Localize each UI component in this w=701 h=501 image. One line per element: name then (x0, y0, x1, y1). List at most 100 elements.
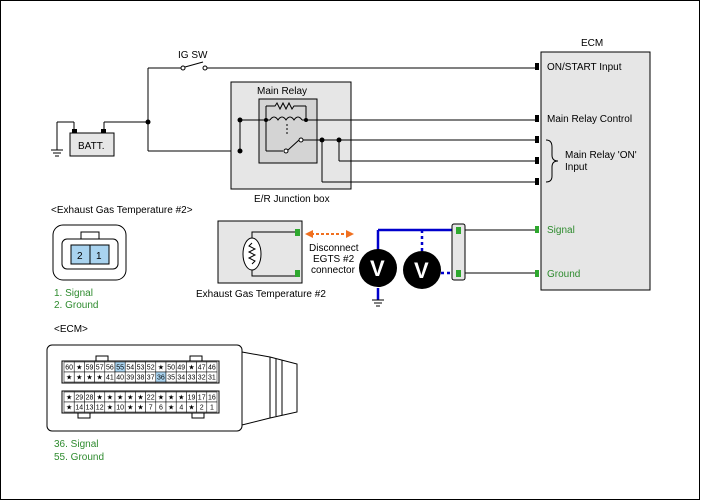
ecm-pin-cell (206, 371, 218, 383)
ecm-block (540, 51, 651, 291)
egt-section-title: <Exhaust Gas Temperature #2> (51, 205, 193, 216)
disconnect-label-3: connector (311, 265, 356, 276)
ecm-pin-label: 39 (126, 375, 134, 382)
main-relay-label: Main Relay (257, 86, 307, 97)
egt-terminal-ground (295, 270, 300, 277)
ecm-pin-label: 22 (147, 395, 155, 402)
ecm-terminal-ground (535, 270, 539, 277)
ecm-connector-key (191, 412, 205, 419)
egt-connector-latch (80, 231, 100, 240)
ecm-pin-label: 37 (147, 375, 155, 382)
ecm-legend-1: 36. Signal (54, 439, 98, 450)
ecm-pin-label: 52 (147, 365, 155, 372)
ig-sw-label: IG SW (178, 50, 208, 61)
battery-label: BATT. (78, 141, 104, 152)
ecm-pin-label: 12 (96, 405, 104, 412)
ecm-pin-label: 28 (86, 395, 94, 402)
ecm-pin-label: ★ (66, 374, 72, 382)
on-start-input-label: ON/START Input (547, 62, 622, 73)
ecm-connector-key (95, 355, 109, 362)
disconnect-arrow-head-left (305, 230, 313, 238)
ecm-pin-label: 57 (96, 365, 104, 372)
ecm-pin-label: 34 (177, 375, 185, 382)
ecm-pin-label: 60 (65, 365, 73, 372)
input-brace (545, 139, 559, 183)
ecm-pin-label: ★ (137, 404, 143, 412)
ig-switch-contact (180, 65, 186, 71)
ecm-pin-label: ★ (158, 364, 164, 372)
ecm-terminal-signal (535, 226, 539, 233)
egt-pin-2-number: 2 (77, 251, 83, 262)
ecm-pin-label: 38 (137, 375, 145, 382)
main-relay-on-input-label-2: Input (565, 162, 587, 173)
ecm-pin-label: ★ (168, 404, 174, 412)
relay-switch-contact (283, 148, 289, 154)
ecm-pin-label: 32 (198, 375, 206, 382)
ecm-pin-label: 56 (106, 365, 114, 372)
ecm-pin-label: 54 (126, 365, 134, 372)
ecm-pin-label: ★ (117, 394, 123, 402)
ecm-pin-label: 47 (198, 365, 206, 372)
ecm-pin-label: ★ (97, 394, 103, 402)
ecm-connector-outline (46, 344, 243, 432)
ecm-pin-label: ★ (97, 374, 103, 382)
egt-pin-legend-1: 1. Signal (54, 288, 93, 299)
ecm-pin-label: ★ (188, 364, 194, 372)
ecm-pin-label: 53 (137, 365, 145, 372)
disconnect-label-2: EGTS #2 (313, 254, 355, 265)
ecm-pin-label: 50 (167, 365, 175, 372)
ecm-pin-label: ★ (86, 374, 92, 382)
disconnect-arrow-head-right (346, 230, 354, 238)
relay-coil (269, 116, 303, 121)
ecm-pin-label: ★ (158, 394, 164, 402)
ecm-pin-label: ★ (188, 404, 194, 412)
ecm-terminal (535, 63, 539, 70)
ig-switch-blade (184, 61, 204, 68)
battery-terminal (101, 129, 106, 133)
egt-connector-pin-1 (89, 244, 110, 265)
ecm-pin-label: 55 (116, 365, 124, 372)
ecm-pin-label: ★ (76, 364, 82, 372)
voltmeter-2 (403, 251, 441, 289)
ecm-connector-key (189, 355, 203, 362)
egt-terminal-signal (295, 229, 300, 236)
ecm-pin-label: ★ (127, 404, 133, 412)
ecm-pin-label: ★ (66, 394, 72, 402)
ecm-pin-label: 13 (86, 405, 94, 412)
ecm-section-title: <ECM> (54, 324, 88, 335)
harness-connector (451, 223, 466, 281)
ecm-pin-label: 59 (86, 365, 94, 372)
ecm-legend-2: 55. Ground (54, 452, 104, 463)
ecm-pin-label: 19 (188, 395, 196, 402)
junction-dot (237, 148, 243, 154)
voltmeter-1-label: V (370, 256, 385, 281)
ecm-pin-label: 10 (116, 405, 124, 412)
junction-dot (237, 117, 243, 123)
ecm-pin-label: ★ (107, 404, 113, 412)
junction-dot (145, 119, 151, 125)
ecm-terminal (535, 136, 539, 143)
egt-pin-legend-2: 2. Ground (54, 300, 98, 311)
relay-resistor (270, 101, 300, 111)
ecm-pin-label: ★ (66, 404, 72, 412)
ecm-pin-label: ★ (76, 374, 82, 382)
main-relay-box (258, 98, 318, 164)
junction-box-label: E/R Junction box (254, 194, 330, 205)
battery-terminal (72, 129, 77, 133)
ecm-pin-label: 29 (75, 395, 83, 402)
ig-switch-contact (202, 65, 208, 71)
battery-box (69, 132, 115, 157)
main-relay-on-input-label: Main Relay 'ON' (565, 150, 637, 161)
voltmeter-1 (359, 249, 397, 287)
ecm-pin-label: 7 (149, 405, 153, 412)
ecm-title: ECM (581, 38, 603, 49)
egt-component-label: Exhaust Gas Temperature #2 (196, 289, 326, 300)
ecm-terminal (535, 157, 539, 164)
main-relay-control-label: Main Relay Control (547, 114, 632, 125)
disconnect-label: Disconnect (309, 243, 359, 254)
relay-switch-contact (298, 137, 304, 143)
voltmeter-2-label: V (414, 258, 429, 283)
